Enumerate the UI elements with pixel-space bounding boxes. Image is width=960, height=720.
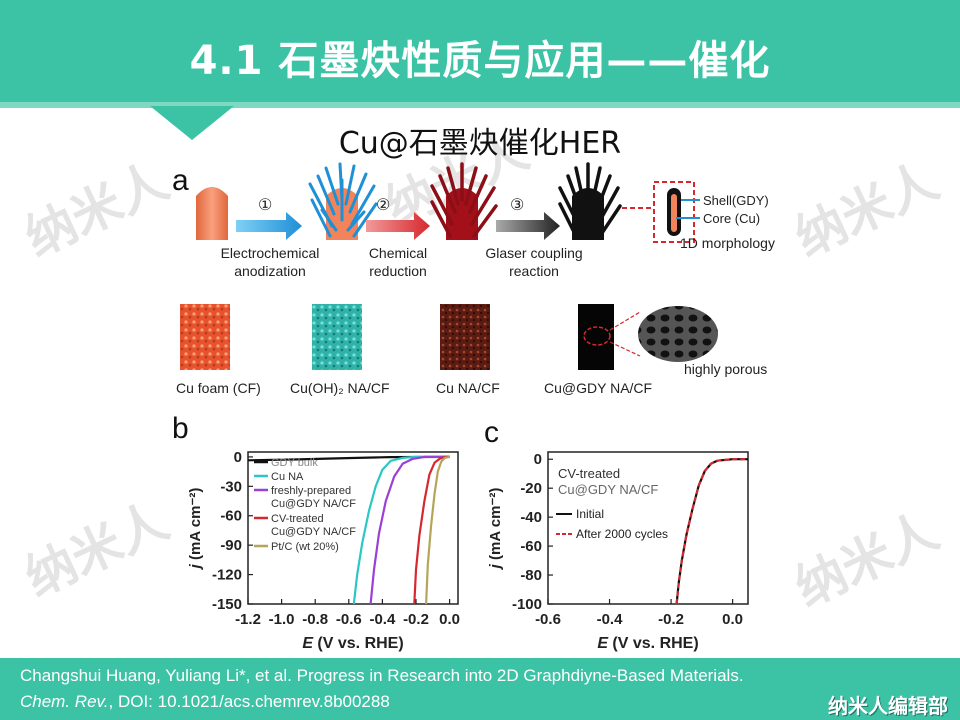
zoom-region xyxy=(583,326,611,346)
svg-text:③: ③ xyxy=(510,197,524,214)
cu-oh-nanowire-array xyxy=(308,162,378,240)
chart-c: -0.6 -0.4 -0.2 0.0 0 -20 -40 -60 -80 -100 E (V vs.… xyxy=(487,451,749,652)
svg-text:①: ① xyxy=(258,197,272,214)
y-tick-label: -120 xyxy=(212,567,242,584)
sample-label-cf: Cu foam (CF) xyxy=(176,380,261,396)
plot-frame xyxy=(547,451,749,605)
legend-entry: CV-treated xyxy=(271,513,324,525)
y-tick-label: 0 xyxy=(234,449,242,466)
step-1-label-line1: Electrochemical xyxy=(221,245,320,261)
legend-entry: GDY bulk xyxy=(271,457,318,469)
series-line-2 xyxy=(369,455,450,605)
x-tick-label: 0.0 xyxy=(722,611,743,628)
chart-b: -1.2 -1.0 -0.8 -0.6 -0.4 -0.2 0.0 0 -30 -60 -90 -12… xyxy=(187,449,460,652)
cu-foam-sample xyxy=(180,304,230,370)
x-axis-label: E (V vs. RHE) xyxy=(597,635,698,652)
x-tick-label: -0.6 xyxy=(336,611,362,628)
core-shell-wire xyxy=(667,188,681,236)
slide-title: 4.1 石墨炔性质与应用——催化 xyxy=(189,38,771,84)
footer-logo: 纳米人编辑部 xyxy=(828,694,948,718)
y-tick-label: -80 xyxy=(520,567,542,584)
series-line-3 xyxy=(413,455,450,605)
porous-mesh-image xyxy=(638,306,718,362)
x-tick-label: -0.4 xyxy=(597,611,624,628)
legend-title: Cu@GDY NA/CF xyxy=(558,482,658,497)
cu-na-sample xyxy=(440,304,490,370)
svg-text:②: ② xyxy=(376,197,390,214)
series-line-1 xyxy=(352,455,450,605)
x-tick-label: -0.6 xyxy=(535,611,561,628)
journal-name: Chem. Rev. xyxy=(20,692,109,711)
core-label: Core (Cu) xyxy=(703,211,760,226)
x-tick-label: -1.0 xyxy=(269,611,295,628)
sample-label-cuoh: Cu(OH)₂ NA/CF xyxy=(290,380,390,396)
x-tick-label: -0.2 xyxy=(403,611,429,628)
footer-bar xyxy=(0,658,960,720)
series-line-0 xyxy=(247,455,450,462)
morphology-label: 1D morphology xyxy=(680,235,775,251)
step-3-label-line2: reaction xyxy=(509,263,559,279)
banner-notch xyxy=(150,106,234,140)
citation-line-1: Changshui Huang, Yuliang Li*, et al. Pro… xyxy=(20,666,744,685)
legend-entry: Cu@GDY NA/CF xyxy=(271,498,356,510)
x-axis-label: E (V vs. RHE) xyxy=(302,635,403,652)
y-tick-label: -40 xyxy=(520,509,542,526)
step-3-label-line1: Glaser coupling xyxy=(485,245,582,261)
y-tick-label: -30 xyxy=(220,478,242,495)
y-axis-label: j (mA cm⁻²) xyxy=(187,488,204,571)
step-arrow-1: ① xyxy=(236,197,302,240)
y-tick-label: -60 xyxy=(220,508,242,525)
panel-c-letter: c xyxy=(484,416,499,449)
x-tick-label: -0.8 xyxy=(302,611,328,628)
y-axis-label: j (mA cm⁻²) xyxy=(487,488,504,571)
y-tick-label: 0 xyxy=(534,451,542,468)
legend-entry: Cu@GDY NA/CF xyxy=(271,526,356,538)
citation-line-2: Chem. Rev., DOI: 10.1021/acs.chemrev.8b0… xyxy=(20,692,390,712)
step-arrow-3: ③ xyxy=(496,197,560,240)
cu-rod xyxy=(196,187,228,240)
legend-entry: After 2000 cycles xyxy=(576,527,668,541)
plot-frame xyxy=(247,451,459,605)
cu-nanowire-array xyxy=(430,162,498,240)
step-1-label-line2: anodization xyxy=(234,263,306,279)
y-tick-label: -60 xyxy=(520,538,542,555)
panel-b-letter: b xyxy=(172,412,189,445)
cu-gdy-nanowire-array xyxy=(558,162,622,240)
legend-entry: Pt/C (wt 20%) xyxy=(271,541,339,553)
x-tick-label: -0.4 xyxy=(369,611,396,628)
legend-title: CV-treated xyxy=(558,466,620,481)
series-line-1 xyxy=(675,458,748,605)
porous-label: highly porous xyxy=(684,361,767,377)
series-line-4 xyxy=(425,455,450,605)
step-2-label-line1: Chemical xyxy=(369,245,427,261)
y-tick-label: -150 xyxy=(212,596,242,613)
y-tick-label: -90 xyxy=(220,537,242,554)
x-tick-label: -1.2 xyxy=(235,611,261,628)
y-tick-label: -100 xyxy=(512,596,542,613)
step-2-label-line2: reduction xyxy=(369,263,427,279)
cu-oh-sample xyxy=(312,304,362,370)
step-arrow-2: ② xyxy=(366,197,430,240)
y-tick-label: -20 xyxy=(520,480,542,497)
title-banner xyxy=(0,0,960,108)
slide-subtitle: Cu@石墨炔催化HER xyxy=(338,126,622,161)
morphology-box xyxy=(653,181,695,243)
x-tick-label: -0.2 xyxy=(658,611,684,628)
legend-entry: freshly-prepared xyxy=(271,485,351,497)
x-tick-label: 0.0 xyxy=(439,611,460,628)
shell-label: Shell(GDY) xyxy=(703,193,769,208)
legend-entry: Cu NA xyxy=(271,471,304,483)
sample-label-cugdy: Cu@GDY NA/CF xyxy=(544,380,652,396)
panel-a-letter: a xyxy=(172,164,189,197)
sample-label-cuna: Cu NA/CF xyxy=(436,380,500,396)
legend-entry: Initial xyxy=(576,507,604,521)
doi-text: , DOI: 10.1021/acs.chemrev.8b00288 xyxy=(108,692,390,711)
